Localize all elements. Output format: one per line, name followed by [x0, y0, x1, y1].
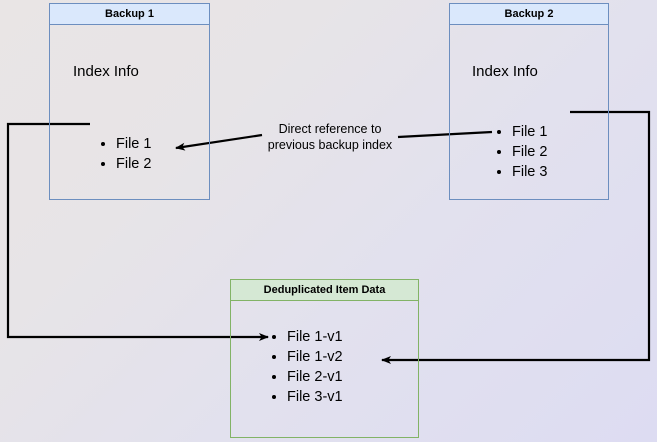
node-deduplicated-body: File 1-v1 File 1-v2 File 2-v1 File 3-v1 — [230, 301, 419, 438]
list-item: File 1 — [512, 122, 547, 142]
list-item: File 3 — [512, 162, 547, 182]
edge-label-direct-reference: Direct reference to previous backup inde… — [265, 121, 395, 153]
edge-label-line-1: Direct reference to — [278, 122, 382, 136]
list-item: File 1 — [116, 134, 151, 154]
backup-2-index-info-label: Index Info — [472, 63, 538, 80]
list-item: File 1-v1 — [287, 327, 343, 347]
node-backup-1-header: Backup 1 — [49, 3, 210, 25]
node-backup-1-body: Index Info File 1 File 2 — [49, 25, 210, 200]
node-deduplicated-item-data[interactable]: Deduplicated Item Data File 1-v1 File 1-… — [230, 279, 419, 438]
node-backup-2-header: Backup 2 — [449, 3, 609, 25]
node-backup-2-title: Backup 2 — [504, 7, 554, 20]
backup-2-file-list: File 1 File 2 File 3 — [496, 122, 547, 182]
node-backup-2-body: Index Info File 1 File 2 File 3 — [449, 25, 609, 200]
node-backup-1[interactable]: Backup 1 Index Info File 1 File 2 — [49, 3, 210, 200]
list-item: File 1-v2 — [287, 347, 343, 367]
node-deduplicated-title: Deduplicated Item Data — [263, 283, 386, 296]
node-backup-2[interactable]: Backup 2 Index Info File 1 File 2 File 3 — [449, 3, 609, 200]
list-item: File 2 — [116, 154, 151, 174]
node-backup-1-title: Backup 1 — [105, 7, 154, 20]
backup-1-index-info-label: Index Info — [73, 63, 139, 80]
list-item: File 3-v1 — [287, 387, 343, 407]
deduplicated-file-list: File 1-v1 File 1-v2 File 2-v1 File 3-v1 — [271, 327, 343, 407]
backup-1-file-list: File 1 File 2 — [100, 134, 151, 174]
list-item: File 2 — [512, 142, 547, 162]
list-item: File 2-v1 — [287, 367, 343, 387]
edge-label-line-2: previous backup index — [267, 138, 393, 152]
node-deduplicated-header: Deduplicated Item Data — [230, 279, 419, 301]
